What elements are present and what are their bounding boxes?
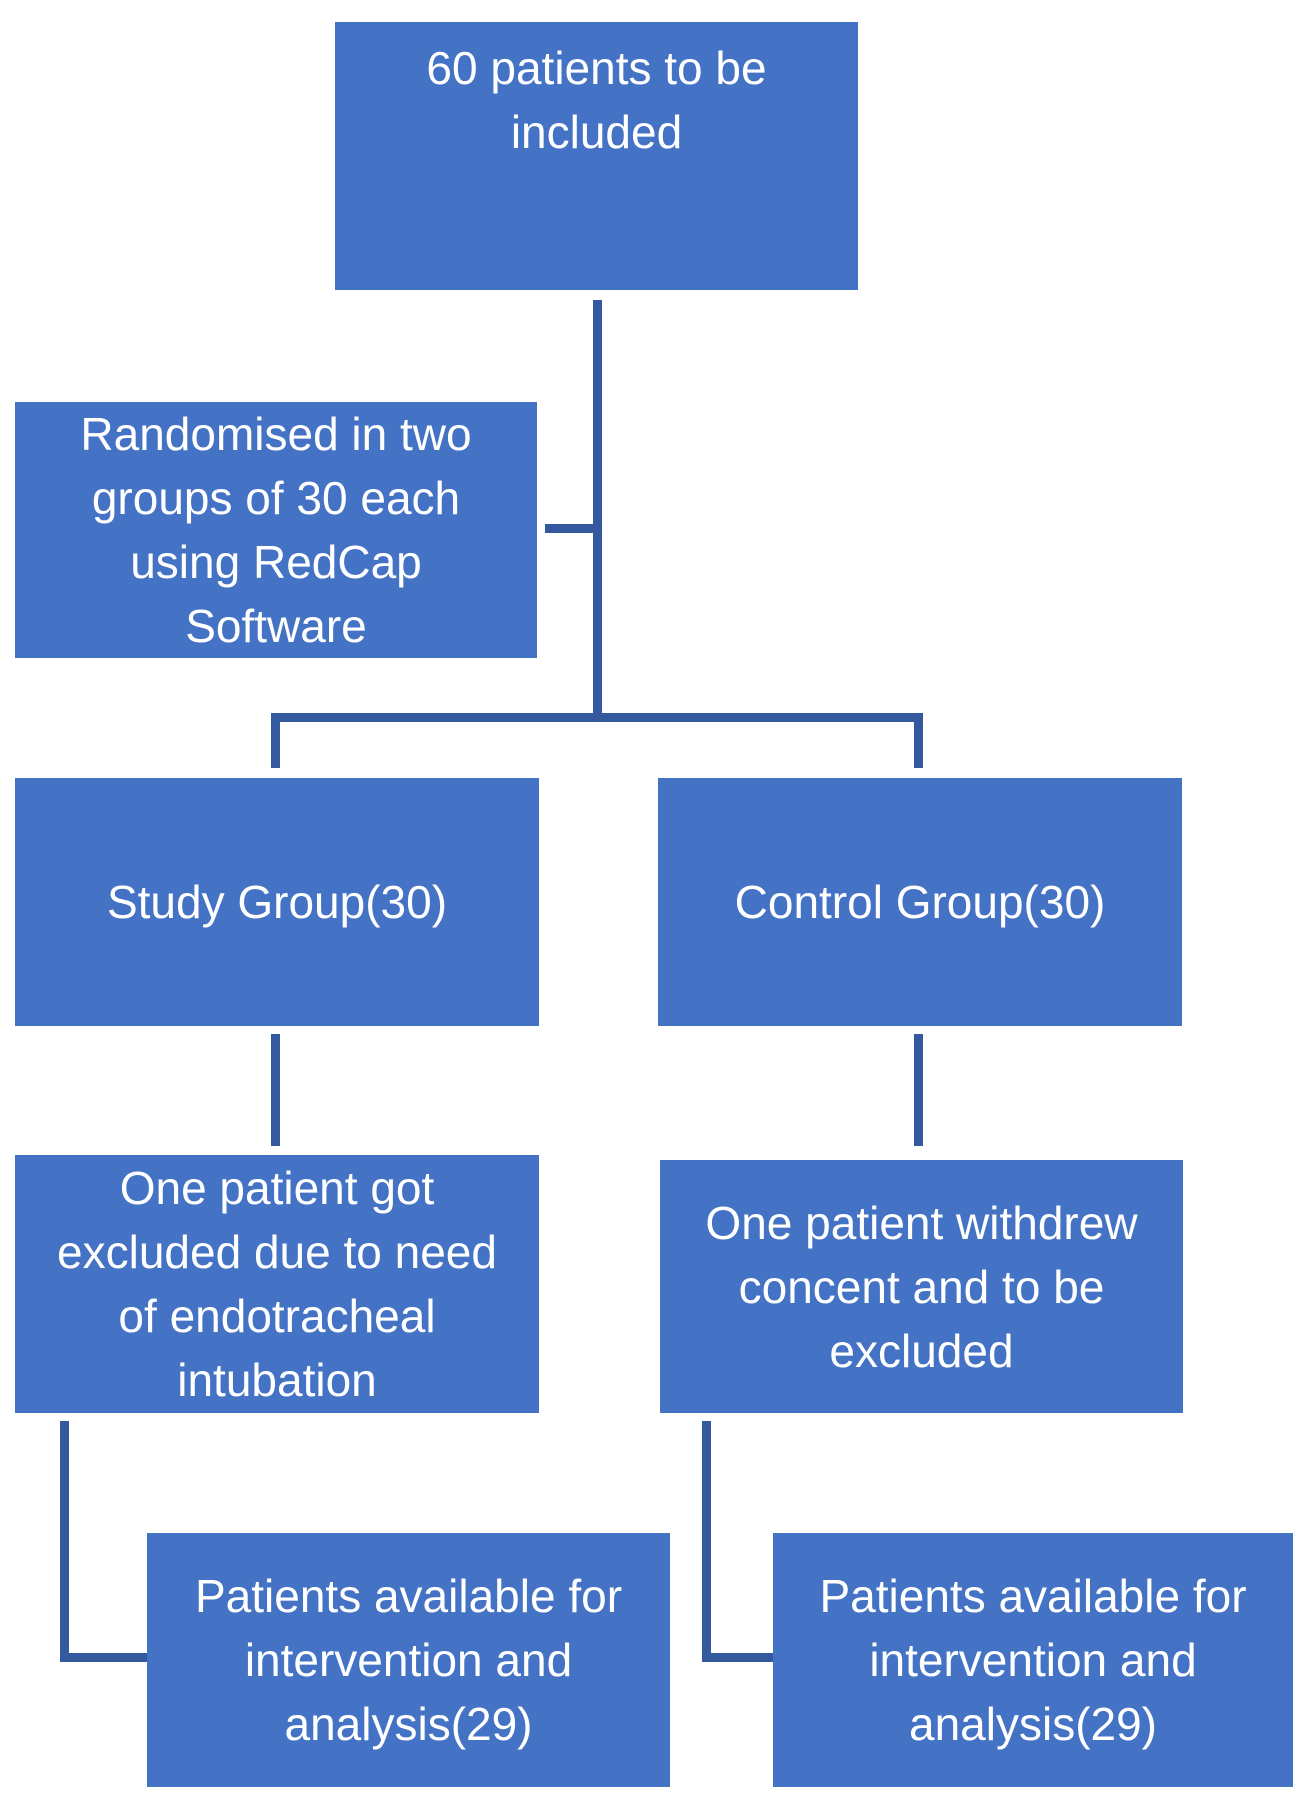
node-study-exclusion-label: One patient got excluded due to need of … <box>57 1162 497 1406</box>
node-control-exclusion: One patient withdrew concent and to be e… <box>660 1160 1183 1413</box>
node-60-patients: 60 patients to be included <box>335 22 858 290</box>
connector-split-bar <box>271 713 923 722</box>
node-randomised: Randomised in two groups of 30 each usin… <box>15 402 537 658</box>
connector-control-elbow-horizontal <box>702 1653 776 1662</box>
connector-study-elbow-horizontal <box>60 1653 150 1662</box>
connector-randomised-stub <box>545 524 597 533</box>
connector-control-elbow-vertical <box>702 1421 711 1662</box>
connector-top-to-split <box>593 300 602 715</box>
connector-control-to-exclusion <box>914 1034 923 1146</box>
node-control-group-label: Control Group(30) <box>734 876 1106 928</box>
node-study-exclusion: One patient got excluded due to need of … <box>15 1155 539 1413</box>
connector-study-elbow-vertical <box>60 1421 69 1662</box>
connector-split-left-drop <box>271 713 280 768</box>
node-control-final: Patients available for intervention and … <box>773 1533 1293 1787</box>
node-study-group: Study Group(30) <box>15 778 539 1026</box>
node-60-patients-label: 60 patients to be included <box>426 42 767 158</box>
connector-study-to-exclusion <box>271 1034 280 1146</box>
node-study-final-label: Patients available for intervention and … <box>194 1570 623 1750</box>
node-randomised-label: Randomised in two groups of 30 each usin… <box>80 408 472 652</box>
node-control-exclusion-label: One patient withdrew concent and to be e… <box>705 1196 1138 1377</box>
node-study-final: Patients available for intervention and … <box>147 1533 670 1787</box>
node-study-group-label: Study Group(30) <box>106 876 448 928</box>
node-control-final-label: Patients available for intervention and … <box>819 1570 1247 1750</box>
connector-split-right-drop <box>914 713 923 768</box>
node-control-group: Control Group(30) <box>658 778 1182 1026</box>
